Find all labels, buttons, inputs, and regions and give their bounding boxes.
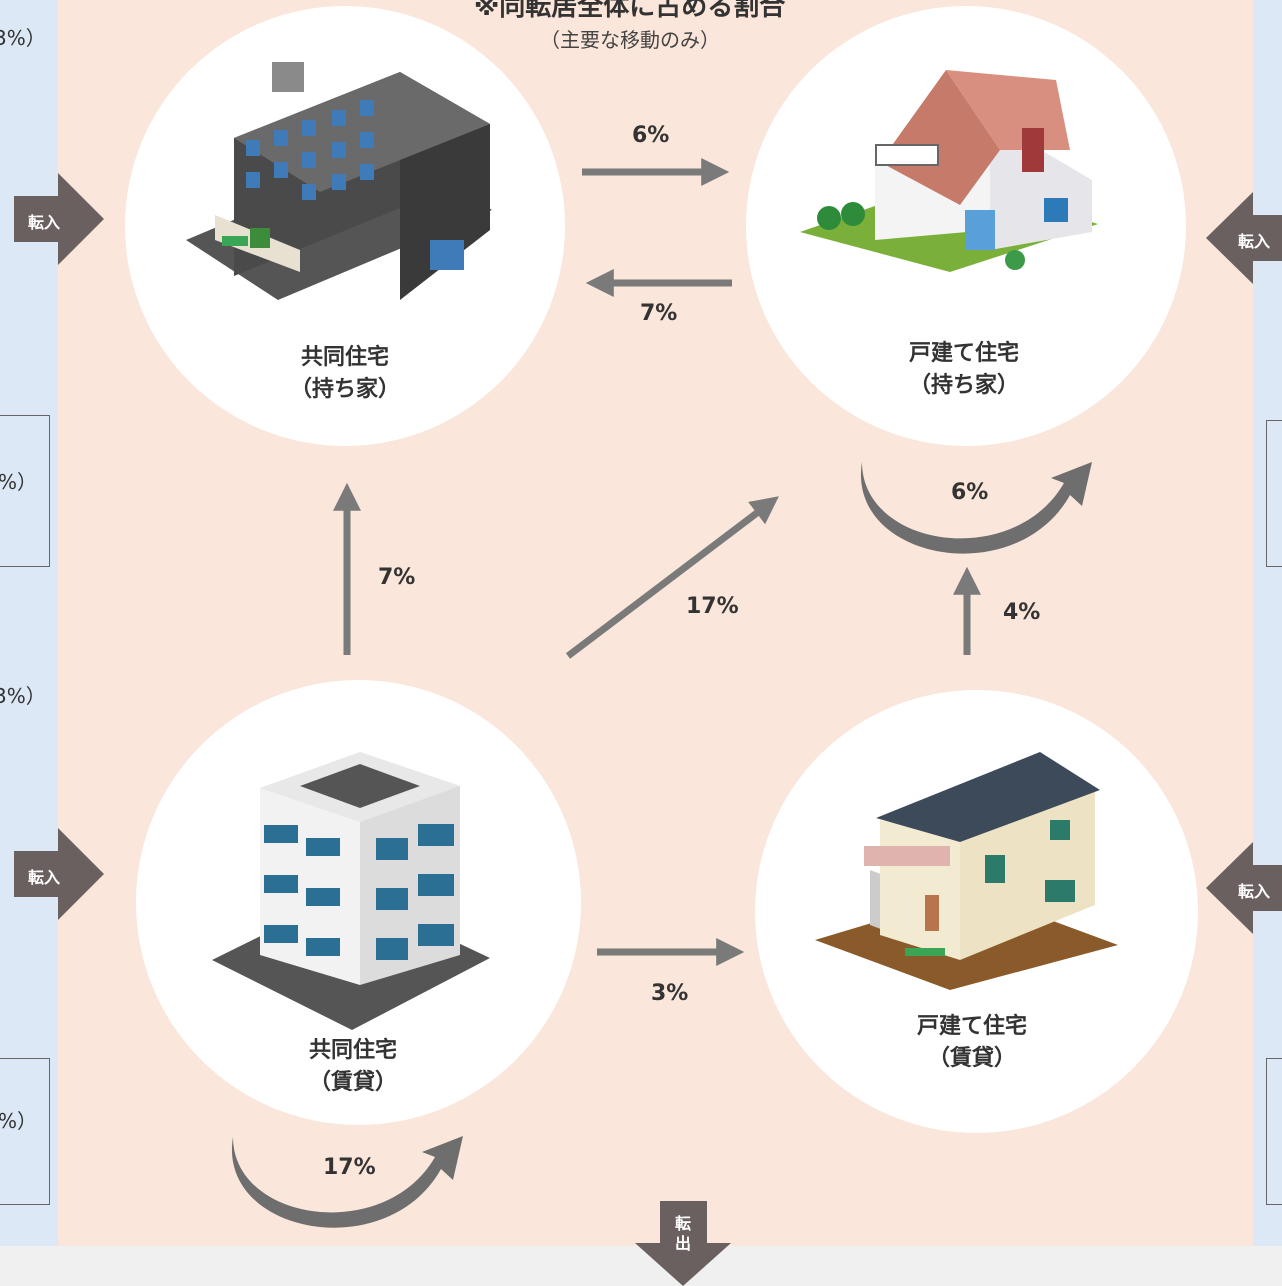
pct-condo-rental-to-house-rental: 3% <box>651 981 689 1006</box>
house-rental-building <box>815 752 1118 990</box>
loop-house-owned <box>860 462 1092 554</box>
label-house-owned: 戸建て住宅 （持ち家） <box>844 338 1084 402</box>
label-condo-owned-line1: 共同住宅 <box>300 345 389 370</box>
tag-in-bottom-right-label: 転入 <box>1238 882 1271 901</box>
pct-condo-rental-to-condo-owned: 7% <box>378 565 416 590</box>
left-panel-text-4: %） <box>0 1109 38 1133</box>
condo-rental-building <box>212 752 490 1030</box>
label-condo-owned: 共同住宅 （持ち家） <box>225 342 465 406</box>
right-panel-box-1 <box>1266 420 1282 567</box>
label-house-rental: 戸建て住宅 （賃貸） <box>852 1011 1092 1075</box>
left-panel-box-1 <box>0 415 50 567</box>
label-house-owned-line1: 戸建て住宅 <box>908 341 1019 366</box>
pct-house-owned-to-condo-owned: 7% <box>640 301 678 326</box>
label-house-owned-line2: （持ち家） <box>908 373 1019 398</box>
tag-in-top-left <box>14 173 104 265</box>
diagram-subtitle: （主要な移動のみ） <box>540 28 720 52</box>
tag-out-bottom <box>635 1201 731 1286</box>
left-panel-box-2 <box>0 1058 50 1205</box>
right-panel-box-2 <box>1266 1058 1282 1205</box>
loop-condo-rental <box>231 1136 463 1228</box>
pct-house-rental-to-house-owned: 4% <box>1003 600 1041 625</box>
tag-in-top-left-label: 転入 <box>28 213 61 232</box>
label-condo-rental-line2: （賃貸） <box>308 1070 397 1095</box>
label-condo-rental-line1: 共同住宅 <box>308 1038 397 1063</box>
pct-house-owned-self: 6% <box>951 480 989 505</box>
house-owned-building <box>800 70 1098 272</box>
left-panel-text-1: 3%） <box>0 26 46 50</box>
label-house-rental-line2: （賃貸） <box>927 1046 1016 1071</box>
arrow-condo-rental-to-house-owned <box>565 496 779 659</box>
label-house-rental-line1: 戸建て住宅 <box>916 1014 1027 1039</box>
tag-in-top-right-label: 転入 <box>1238 232 1271 251</box>
tag-in-bottom-left <box>14 828 104 920</box>
bottom-strip <box>0 1246 1282 1286</box>
left-panel-text-2: %） <box>0 470 38 494</box>
label-condo-rental: 共同住宅 （賃貸） <box>233 1035 473 1099</box>
pct-condo-owned-to-house-owned: 6% <box>632 123 670 148</box>
tag-in-bottom-left-label: 転入 <box>28 868 61 887</box>
left-panel-text-3: 3%） <box>0 684 46 708</box>
tag-in-bottom-right <box>1206 842 1282 934</box>
diagram-title: ※同転居全体に占める割合 <box>474 0 786 22</box>
right-panel <box>1253 0 1282 1246</box>
tag-in-top-right <box>1206 192 1282 284</box>
pct-condo-rental-to-house-owned: 17% <box>686 594 739 619</box>
condo-owned-building <box>186 62 492 300</box>
tag-out-bottom-label: 転出 <box>674 1214 691 1253</box>
label-condo-owned-line2: （持ち家） <box>289 377 400 402</box>
pct-condo-rental-self: 17% <box>323 1155 376 1180</box>
